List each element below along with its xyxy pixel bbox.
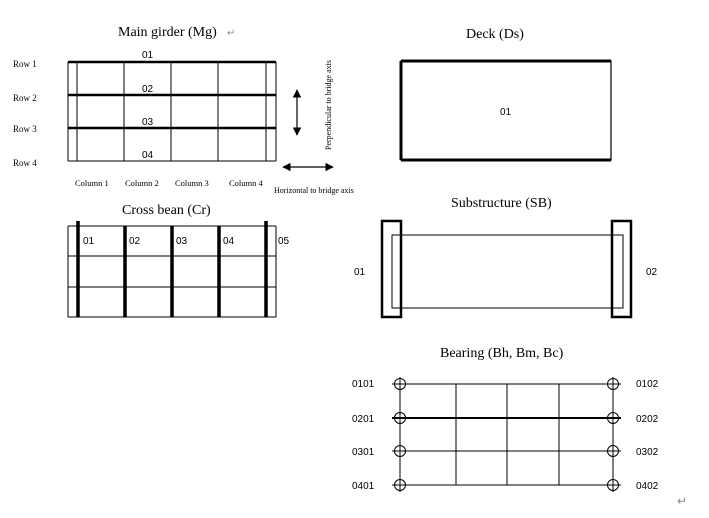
bearing-left-label: 0101 <box>352 379 375 390</box>
bearing-right-label: 0102 <box>636 379 659 390</box>
column-label: Column 1 <box>75 178 109 188</box>
substructure-diagram: Substructure (SB) 01 02 <box>354 196 658 319</box>
bearing-right-label: 0402 <box>636 481 659 492</box>
cross-beam-label: 02 <box>129 236 141 247</box>
bearing-title: Bearing (Bh, Bm, Bc) <box>440 346 564 361</box>
deck-title: Deck (Ds) <box>466 27 524 42</box>
cross-beam-label: 05 <box>278 236 290 247</box>
bearing-circle <box>607 445 619 457</box>
column-label: Column 4 <box>229 178 264 188</box>
substructure-right-label: 02 <box>646 267 658 278</box>
bearing-right-label: 0202 <box>636 414 659 425</box>
paragraph-mark: ↵ <box>677 494 687 508</box>
bearing-circle <box>607 479 619 491</box>
main-girder-title: Main girder (Mg) <box>118 25 217 40</box>
substructure-title: Substructure (SB) <box>451 196 552 211</box>
cross-beam-label: 01 <box>83 236 95 247</box>
bearing-left-label: 0201 <box>352 414 375 425</box>
row-label: Row 3 <box>13 124 37 134</box>
paragraph-mark: ↵ <box>227 28 235 39</box>
deck-diagram: Deck (Ds) 01 <box>399 27 612 162</box>
main-girder-diagram: Main girder (Mg) ↵ 01 02 03 04 Row 1 Row… <box>13 25 354 195</box>
column-label: Column 3 <box>175 178 209 188</box>
girder-label: 03 <box>142 117 154 128</box>
row-label: Row 4 <box>13 158 37 168</box>
cross-beam-label: 04 <box>223 236 235 247</box>
bearing-left-label: 0401 <box>352 481 375 492</box>
horizontal-axis-label: Horizontal to bridge axis <box>274 186 354 195</box>
perpendicular-axis-label: Perpendicular to bridge axis <box>324 60 333 150</box>
girder-label: 01 <box>142 50 154 61</box>
deck-label: 01 <box>500 107 512 118</box>
bearing-circle <box>607 412 619 424</box>
bearing-circle <box>394 479 406 491</box>
bearing-circle <box>607 378 619 390</box>
row-label: Row 2 <box>13 93 37 103</box>
cross-beam-title: Cross bean (Cr) <box>122 203 211 218</box>
substructure-left-label: 01 <box>354 267 366 278</box>
row-label: Row 1 <box>13 59 37 69</box>
bearing-circle <box>394 412 406 424</box>
bearing-right-label: 0302 <box>636 447 659 458</box>
girder-label: 02 <box>142 84 154 95</box>
bearing-circle <box>394 445 406 457</box>
cross-beam-diagram: Cross bean (Cr) 01 02 03 04 05 <box>67 203 290 318</box>
left-abutment <box>380 219 403 319</box>
cross-beam-label: 03 <box>176 236 188 247</box>
column-label: Column 2 <box>125 178 159 188</box>
girder-label: 04 <box>142 150 154 161</box>
bearing-diagram: Bearing (Bh, Bm, Bc) 0101 0201 0301 0401… <box>352 346 659 492</box>
right-abutment <box>610 219 633 319</box>
bearing-left-label: 0301 <box>352 447 375 458</box>
bearing-circle <box>394 378 406 390</box>
